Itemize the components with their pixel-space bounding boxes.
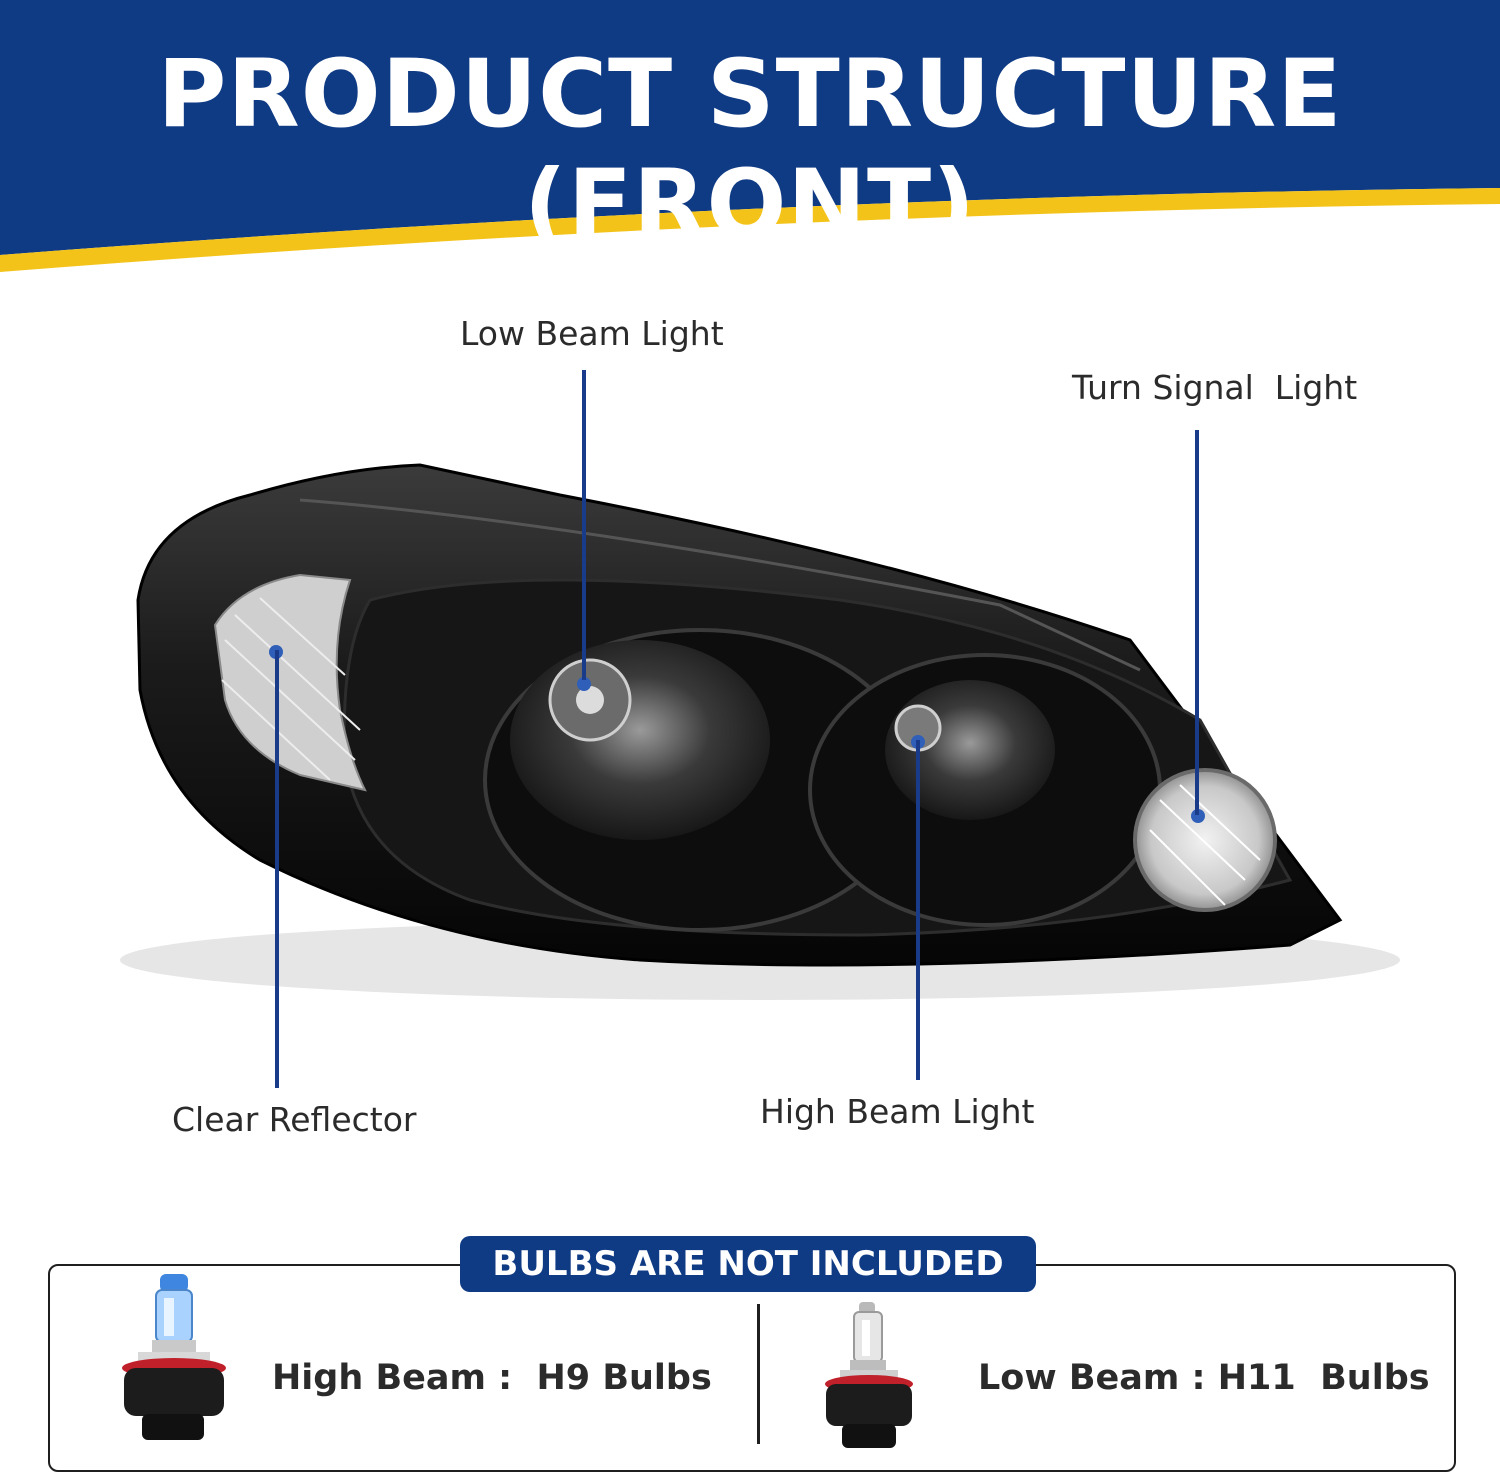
low-beam-bulb-label: Low Beam : H11 Bulbs (978, 1358, 1430, 1398)
headlight-image (120, 463, 1400, 1000)
page-title: PRODUCT STRUCTURE (FRONT) (157, 40, 1343, 259)
turn-signal-leader-line (1195, 430, 1199, 815)
turn-signal-light-label: Turn Signal Light (1072, 368, 1358, 407)
bulbs-not-included-badge: BULBS ARE NOT INCLUDED (460, 1236, 1036, 1292)
low-beam-leader-line (582, 370, 586, 680)
high-beam-light-label: High Beam Light (760, 1092, 1035, 1131)
high-beam-leader-line (916, 740, 920, 1080)
header-banner-shape (0, 0, 1500, 272)
header-banner: PRODUCT STRUCTURE (FRONT) (0, 0, 1500, 280)
bulbs-divider (757, 1304, 760, 1444)
h9-bulb-icon (122, 1274, 226, 1440)
clear-reflector-leader-line (275, 650, 279, 1088)
low-beam-light-label: Low Beam Light (460, 314, 724, 353)
clear-reflector-label: Clear Reflector (172, 1100, 417, 1139)
h11-bulb-icon (825, 1302, 913, 1448)
high-beam-bulb-label: High Beam : H9 Bulbs (272, 1358, 712, 1398)
